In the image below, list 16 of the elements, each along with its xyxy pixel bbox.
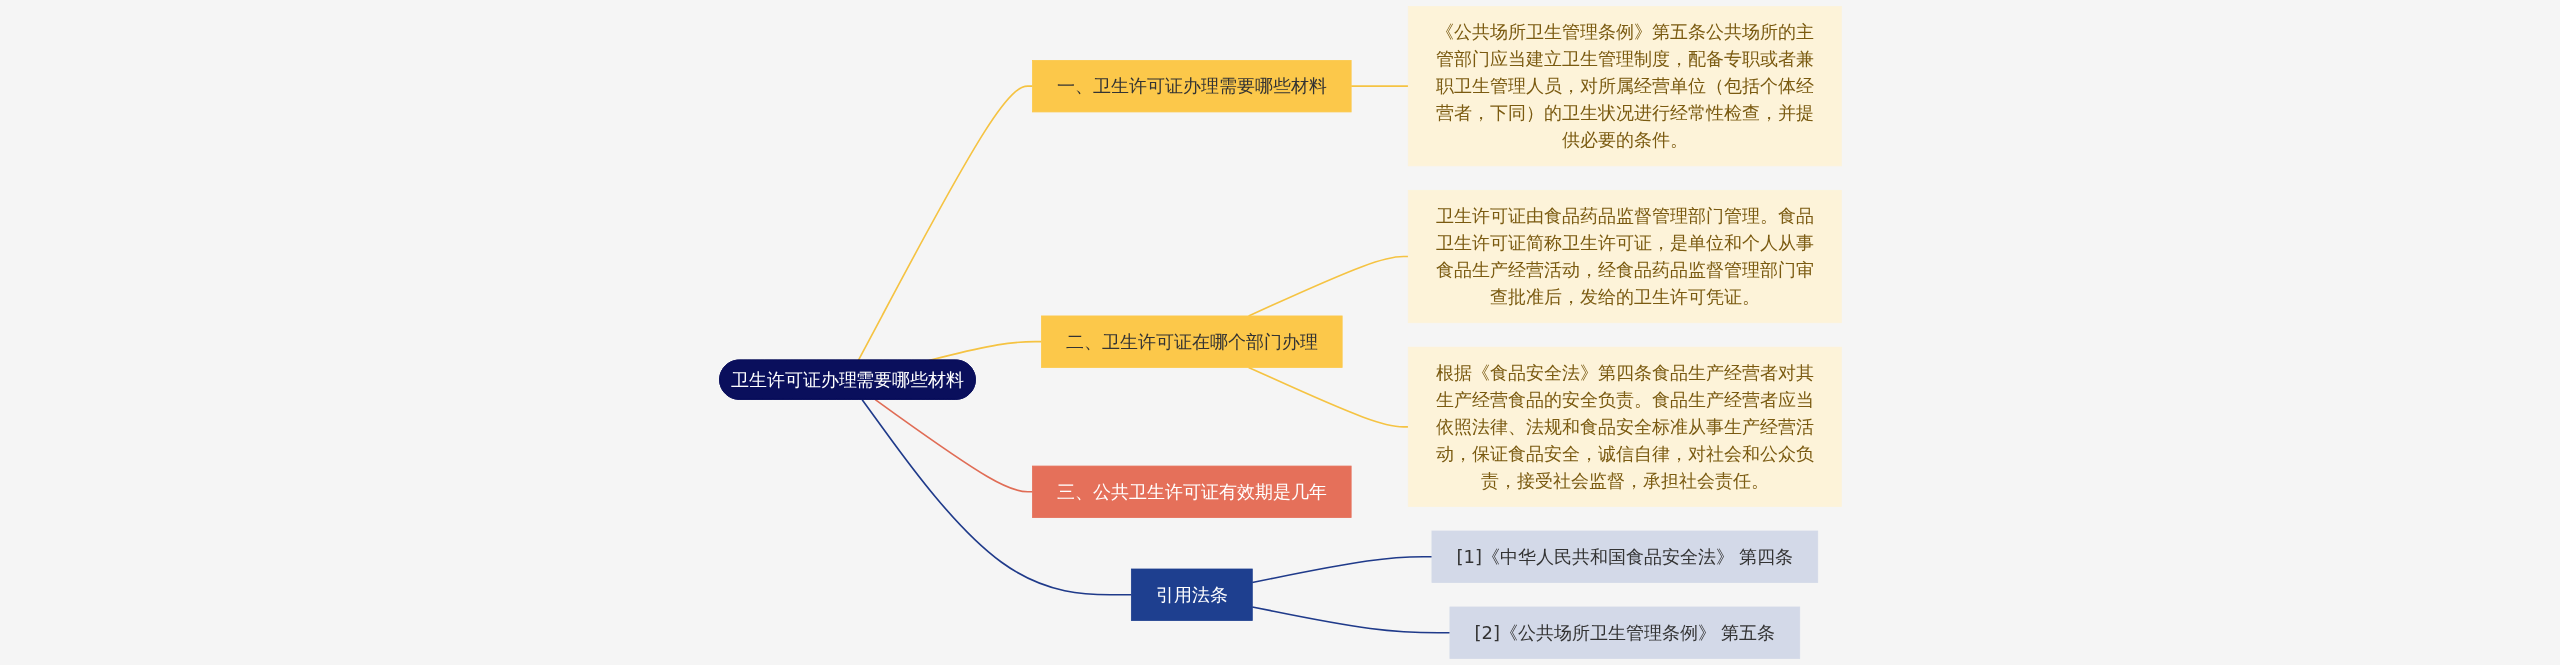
node-box: 引用法条 xyxy=(1130,568,1253,621)
connector xyxy=(860,398,1132,596)
node-box: 三、公共卫生许可证有效期是几年 xyxy=(1031,465,1352,518)
node-box: 二、卫生许可证在哪个部门办理 xyxy=(1040,315,1343,368)
connector xyxy=(873,398,1033,493)
connector xyxy=(1349,85,1409,87)
node-box: 一、卫生许可证办理需要哪些材料 xyxy=(1031,60,1352,113)
node-box: 《公共场所卫生管理条例》第五条公共场所的主管部门应当建立卫生管理制度，配备专职或者兼职卫生管理人员，对所属经营单位（包括个体经营者，下同）的卫生状况进行经常性检查，并提供必要的条件。 xyxy=(1407,6,1842,167)
connector xyxy=(857,85,1033,362)
connector xyxy=(1251,555,1433,584)
node-box: 卫生许可证由食品药品监督管理部门管理。食品卫生许可证简称卫生许可证，是单位和个人从事食品生产经营活动，经食品药品监督管理部门审查批准后，发给的卫生许可凭证。 xyxy=(1407,189,1842,324)
node-box: [1]《中华人民共和国食品安全法》 第四条 xyxy=(1431,530,1818,583)
connector xyxy=(1247,366,1409,428)
node-box: 根据《食品安全法》第四条食品生产经营者对其生产经营食品的安全负责。食品生产经营者应当依照法律、法规和食品安全标准从事生产经营活动，保证食品安全，诚信自律，对社会和公众负责，接受社会监督，承担社会责任。 xyxy=(1407,346,1842,507)
connector xyxy=(1251,606,1451,634)
node-box: [2]《公共场所卫生管理条例》 第五条 xyxy=(1449,606,1800,659)
